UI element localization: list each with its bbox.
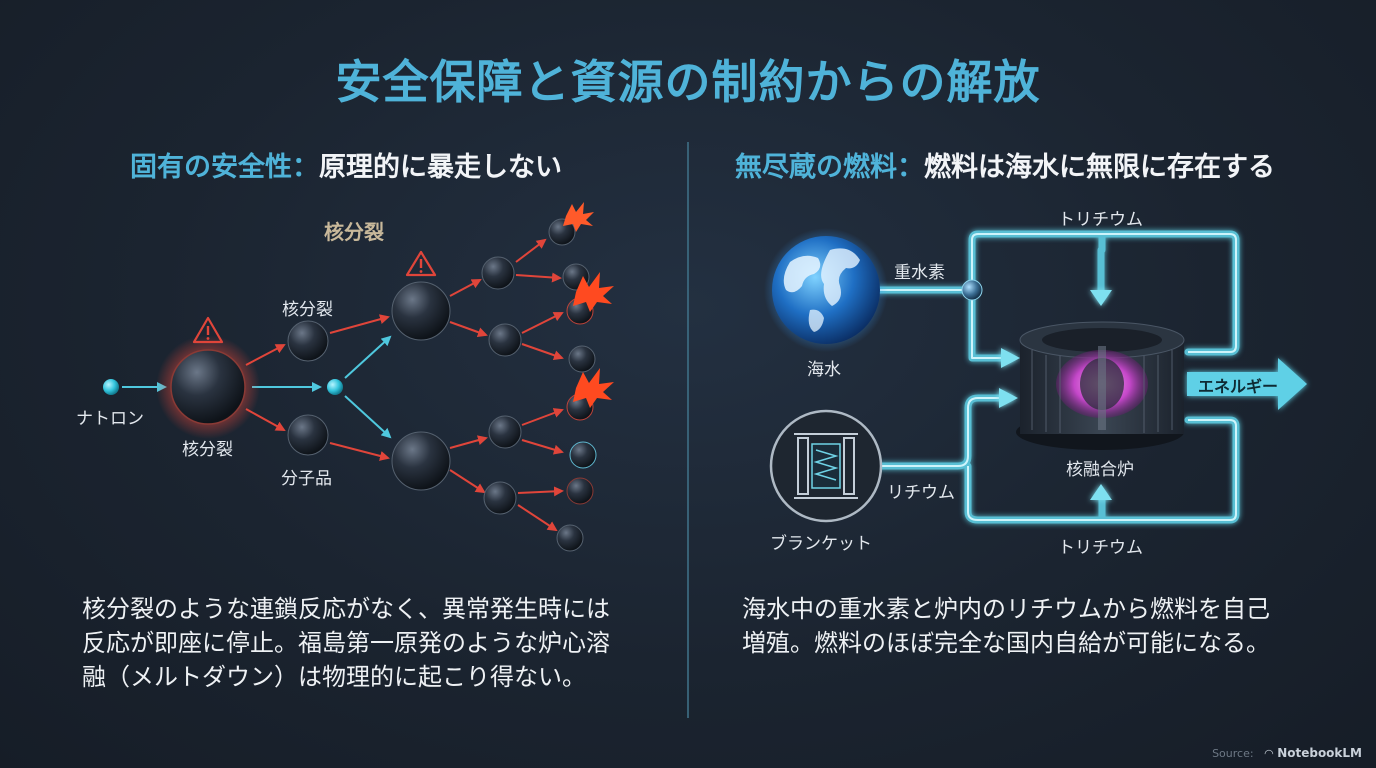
earth-icon <box>764 228 888 352</box>
column-divider <box>687 142 689 718</box>
neutron-label: ナトロン <box>76 409 144 429</box>
right-description-line: 海水中の重水素と炉内のリチウムから燃料を自己 <box>742 595 1270 623</box>
left-description: 核分裂のような連鎖反応がなく、異常発生時には 反応が即座に停止。福島第一原発のよ… <box>82 592 662 694</box>
fission-chain-diagram <box>103 202 614 552</box>
nucleus-label: 核分裂 <box>182 440 233 460</box>
fusion-reactor-icon <box>1016 321 1185 450</box>
seawater-label: 海水 <box>807 360 841 380</box>
left-heading-rest: 原理的に暴走しない <box>319 152 562 183</box>
warning-icon <box>405 250 437 277</box>
source-credit: Source: ◠ NotebookLM <box>1212 746 1362 760</box>
fission-top-label: 核分裂 <box>324 220 384 244</box>
explosion-icon <box>563 202 614 408</box>
left-description-line: 反応が即座に停止。福島第一原発のような炉心溶 <box>82 629 610 657</box>
right-description-line: 増殖。燃料のほぼ完全な国内自給が可能になる。 <box>742 629 1270 657</box>
notebooklm-logo-icon: ◠ <box>1264 747 1274 760</box>
upper-branch-label: 核分裂 <box>282 300 333 320</box>
fuel-pipes-core <box>878 233 1237 521</box>
blanket-label: ブランケット <box>770 534 872 554</box>
fusion-fuel-cycle-diagram <box>764 228 1307 524</box>
neutron-arrows <box>122 335 392 439</box>
neutron-particle <box>327 379 343 395</box>
right-heading-sep: ： <box>897 152 924 183</box>
deuterium-node <box>961 279 983 301</box>
left-heading: 固有の安全性：原理的に暴走しない <box>130 145 562 184</box>
nucleus-sphere <box>170 349 246 425</box>
chain-arrows <box>245 238 564 532</box>
left-description-line: 核分裂のような連鎖反応がなく、異常発生時には <box>82 595 610 623</box>
energy-label: エネルギー <box>1198 377 1279 396</box>
tritium-top-label: トリチウム <box>1058 210 1143 230</box>
deuterium-label: 重水素 <box>894 263 945 283</box>
flow-arrowheads <box>999 290 1112 500</box>
left-heading-sep: ： <box>292 152 319 183</box>
lithium-label: リチウム <box>887 483 955 503</box>
tritium-bottom-label: トリチウム <box>1058 538 1143 558</box>
source-brand: NotebookLM <box>1277 746 1362 760</box>
lower-branch-label: 分子品 <box>281 469 332 489</box>
right-heading: 無尽蔵の燃料：燃料は海水に無限に存在する <box>735 145 1275 184</box>
neutron-particle <box>103 379 119 395</box>
right-description: 海水中の重水素と炉内のリチウムから燃料を自己 増殖。燃料のほぼ完全な国内自給が可… <box>742 592 1332 660</box>
page-title: 安全保障と資源の制約からの解放 <box>335 55 1041 109</box>
right-heading-accent: 無尽蔵の燃料 <box>735 152 897 183</box>
blanket-icon <box>769 409 883 523</box>
left-heading-accent: 固有の安全性 <box>130 152 292 183</box>
reactor-label: 核融合炉 <box>1066 460 1134 480</box>
fission-fragments <box>287 218 597 552</box>
energy-arrow-icon <box>1187 358 1307 410</box>
warning-icon <box>192 316 224 344</box>
right-heading-rest: 燃料は海水に無限に存在する <box>924 152 1275 183</box>
left-description-line: 融（メルトダウン）は物理的に起こり得ない。 <box>82 663 586 691</box>
source-prefix: Source: <box>1212 747 1254 760</box>
